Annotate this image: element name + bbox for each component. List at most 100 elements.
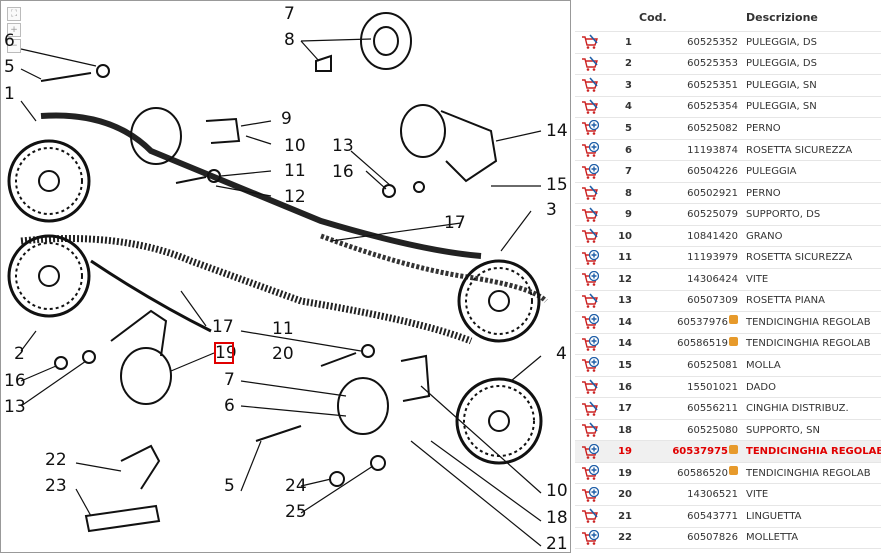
row-part-code[interactable]: 60537976 — [677, 316, 728, 328]
row-part-code[interactable]: 60543771 — [687, 510, 738, 522]
callout-3[interactable]: 3 — [546, 200, 557, 220]
callout-11-top[interactable]: 11 — [284, 161, 306, 181]
cart-remove-icon[interactable] — [581, 293, 599, 309]
cart-remove-icon[interactable] — [581, 379, 599, 395]
row-part-code[interactable]: 14306424 — [687, 273, 738, 285]
row-part-code[interactable]: 60525352 — [687, 36, 738, 48]
row-part-code[interactable]: 60525081 — [687, 359, 738, 371]
row-part-code[interactable]: 11193874 — [687, 144, 738, 156]
callout-21[interactable]: 21 — [546, 534, 568, 554]
callout-10-top[interactable]: 10 — [284, 136, 306, 156]
callout-8[interactable]: 8 — [284, 30, 295, 50]
cart-remove-icon[interactable] — [581, 422, 599, 438]
callout-16-top[interactable]: 16 — [332, 162, 354, 182]
row-part-code[interactable]: 60556211 — [687, 403, 738, 415]
cart-add-icon[interactable] — [581, 335, 599, 352]
cart-remove-icon[interactable] — [581, 207, 599, 223]
callout-20[interactable]: 20 — [272, 344, 294, 364]
row-part-code[interactable]: 60537975 — [672, 446, 728, 458]
callout-19[interactable]: 19 — [215, 343, 237, 363]
callout-17-top[interactable]: 17 — [444, 213, 466, 233]
callout-6-lower[interactable]: 6 — [224, 396, 235, 416]
cart-add-icon[interactable] — [581, 357, 599, 373]
callout-9[interactable]: 9 — [281, 109, 292, 129]
row-part-code[interactable]: 60525354 — [687, 101, 738, 113]
callout-22[interactable]: 22 — [45, 450, 67, 470]
row-part-code[interactable]: 14306521 — [687, 489, 738, 501]
zoom-out-icon[interactable]: − — [7, 39, 21, 53]
cart-add-icon[interactable] — [581, 529, 599, 546]
cart-add-icon[interactable] — [581, 142, 599, 158]
row-part-code[interactable]: 60586520 — [677, 467, 728, 479]
row-part-code[interactable]: 60525080 — [687, 424, 738, 436]
callout-6-top[interactable]: 6 — [4, 31, 15, 51]
cart-add-icon[interactable] — [581, 465, 599, 481]
callout-10-lower[interactable]: 10 — [546, 481, 568, 501]
cart-add-icon[interactable] — [581, 486, 599, 503]
callout-24[interactable]: 24 — [285, 476, 307, 496]
cart-add-icon[interactable] — [581, 249, 599, 266]
row-part-code[interactable]: 15501021 — [687, 381, 738, 393]
callout-4[interactable]: 4 — [556, 344, 567, 364]
cart-remove-icon[interactable] — [581, 34, 599, 50]
cart-remove-icon[interactable] — [581, 77, 599, 93]
cart-remove-icon[interactable] — [581, 185, 599, 201]
callout-13-lower[interactable]: 13 — [4, 397, 26, 417]
row-part-code[interactable]: 60507826 — [687, 532, 738, 544]
row-part-code[interactable]: 60586519 — [677, 338, 728, 350]
cart-add-icon[interactable] — [581, 271, 599, 287]
callout-25[interactable]: 25 — [285, 502, 307, 522]
callout-5-top[interactable]: 5 — [4, 57, 15, 77]
cart-remove-icon[interactable] — [581, 401, 599, 417]
cart-remove-icon[interactable] — [581, 56, 599, 72]
cart-remove-icon[interactable] — [581, 99, 599, 115]
callout-16-lower[interactable]: 16 — [4, 371, 26, 391]
callout-17-lower[interactable]: 17 — [212, 317, 234, 337]
cart-add-icon[interactable] — [581, 120, 599, 136]
callout-18[interactable]: 18 — [546, 508, 568, 528]
callout-23[interactable]: 23 — [45, 476, 67, 496]
callout-5-lower[interactable]: 5 — [224, 476, 235, 496]
row-part-code[interactable]: 60507309 — [687, 295, 738, 307]
callout-11-lower[interactable]: 11 — [272, 319, 294, 339]
row-part-code[interactable]: 60504226 — [687, 166, 738, 178]
callout-2[interactable]: 2 — [14, 344, 25, 364]
row-part-code[interactable]: 60502921 — [687, 187, 738, 199]
callout-1[interactable]: 1 — [4, 84, 15, 104]
callout-13-top[interactable]: 13 — [332, 136, 354, 156]
row-part-code[interactable]: 10841420 — [687, 230, 738, 242]
cart-remove-icon[interactable] — [581, 508, 599, 524]
exploded-parts-diagram[interactable]: ⛶ + − — [0, 0, 571, 553]
row-part-code[interactable]: 60525079 — [687, 209, 738, 221]
fullscreen-icon[interactable]: ⛶ — [7, 7, 21, 21]
callout-14[interactable]: 14 — [546, 121, 568, 141]
row-part-code[interactable]: 60525353 — [687, 58, 738, 70]
cart-remove-icon[interactable] — [581, 228, 599, 244]
row-part-code[interactable]: 11193979 — [687, 252, 738, 264]
row-part-code[interactable]: 60525351 — [687, 79, 738, 91]
zoom-in-icon[interactable]: + — [7, 23, 21, 37]
cart-add-icon[interactable] — [581, 443, 599, 460]
